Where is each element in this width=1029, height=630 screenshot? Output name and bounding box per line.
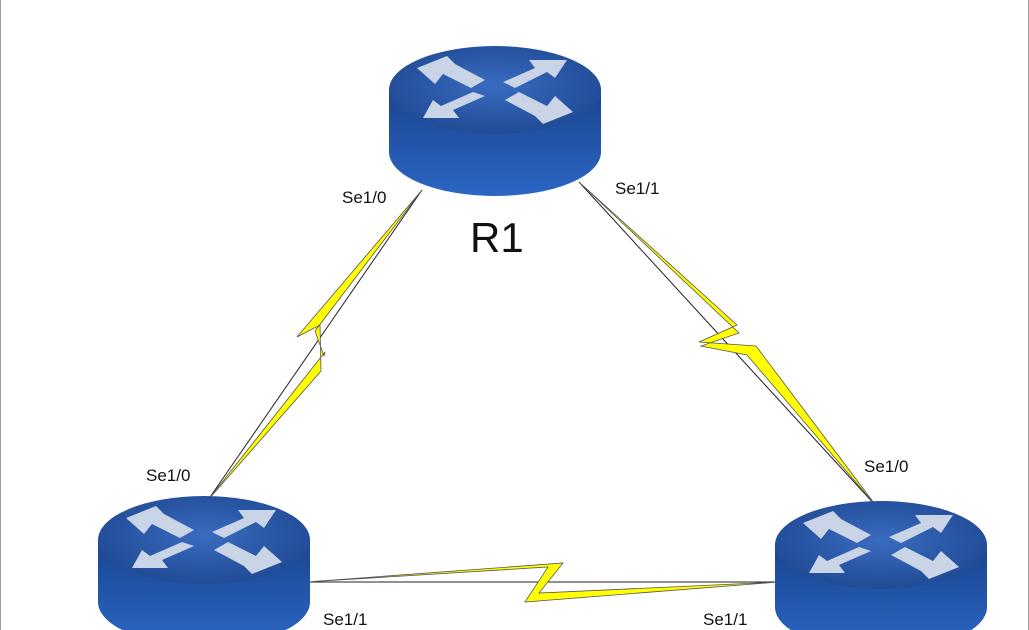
serial-link-r1-r3	[578, 181, 878, 508]
interface-label-r3-se1-0: Se1/0	[864, 457, 909, 476]
interface-label-r3-se1-1: Se1/1	[703, 610, 748, 629]
router-name-r1: R1	[470, 214, 524, 261]
interface-label-r1-se1-0: Se1/0	[342, 188, 387, 207]
router-icon[interactable]	[775, 501, 987, 630]
router-icon[interactable]	[98, 496, 310, 630]
serial-link-r1-r2	[207, 189, 423, 501]
interface-label-r1-se1-1: Se1/1	[615, 179, 660, 198]
interface-label-r2-se1-1: Se1/1	[323, 610, 368, 629]
serial-link-r2-r3	[305, 562, 780, 603]
interface-label-r2-se1-0: Se1/0	[146, 466, 191, 485]
router-icon[interactable]	[389, 46, 601, 196]
